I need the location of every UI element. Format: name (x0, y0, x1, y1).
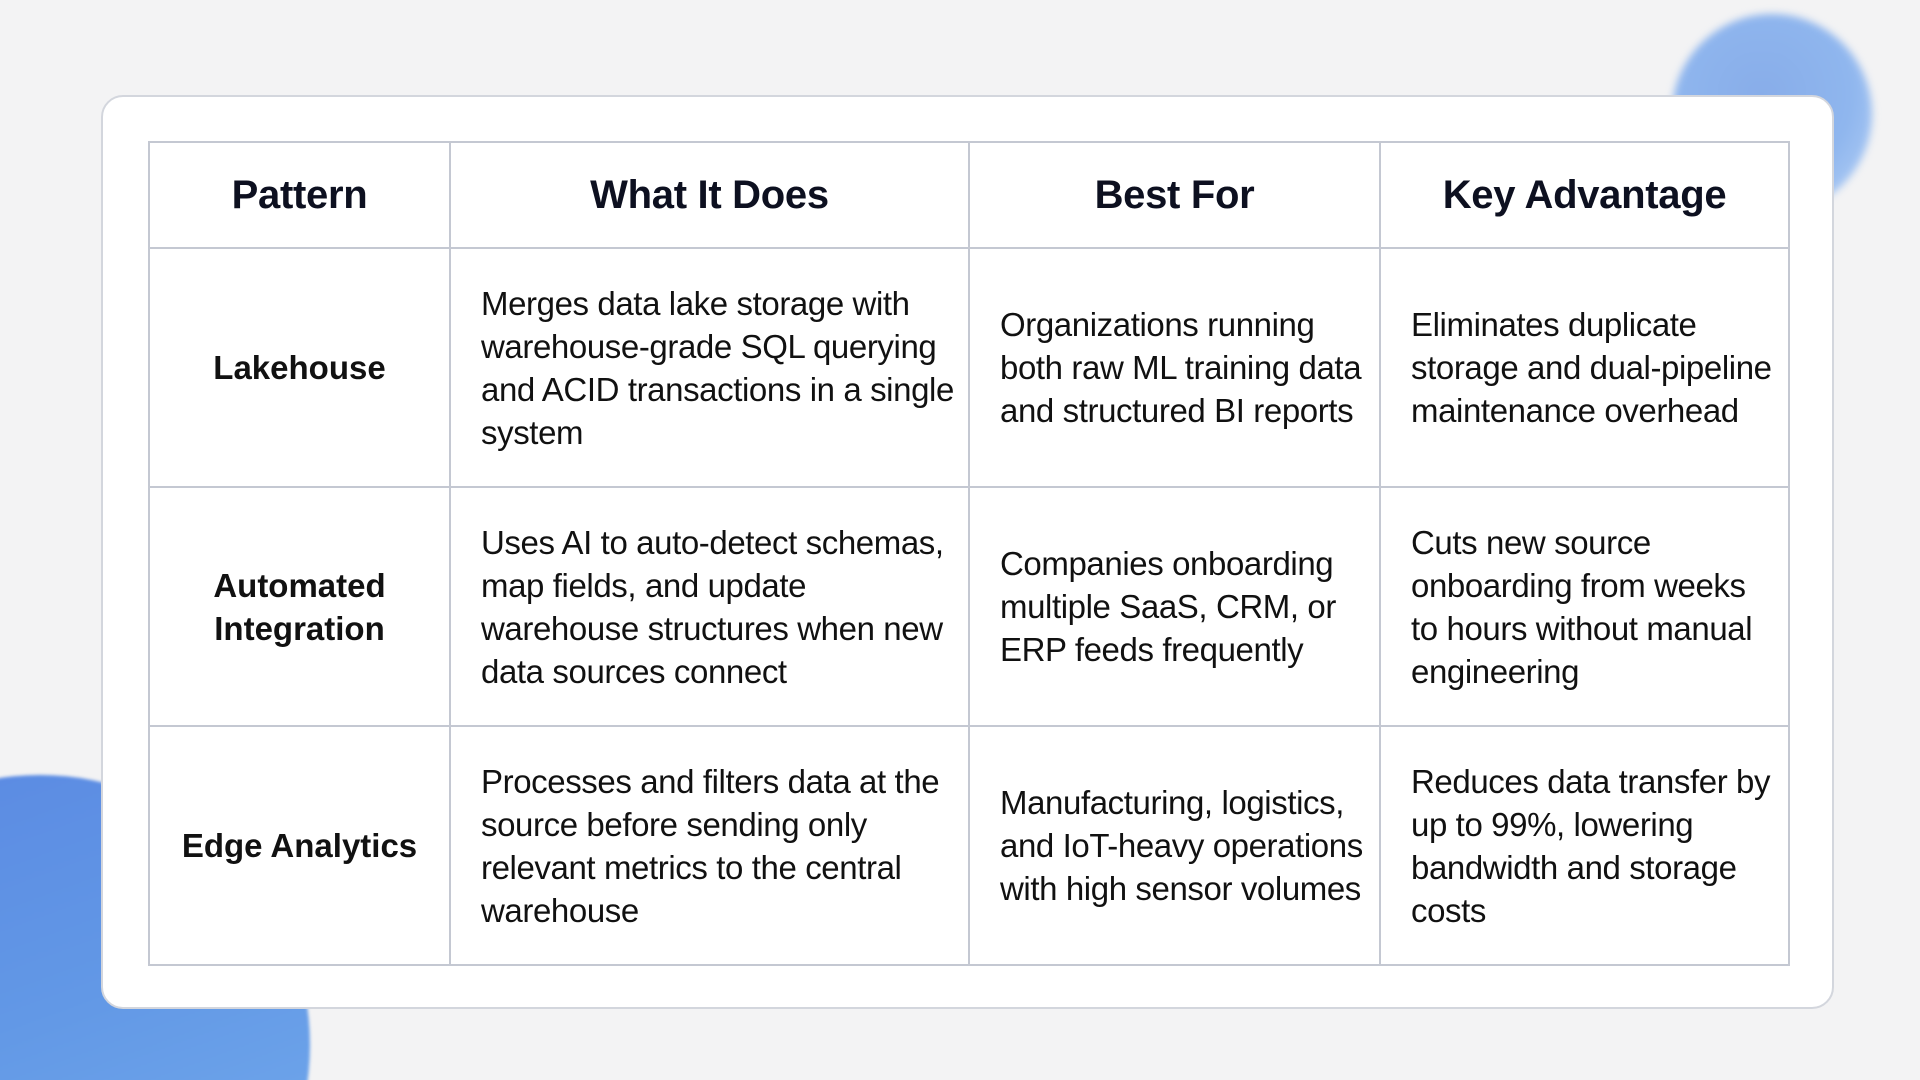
header-pattern: Pattern (148, 141, 451, 249)
header-best-for: Best For (968, 141, 1381, 249)
best-for-cell: Companies onboarding multiple SaaS, CRM,… (968, 486, 1381, 727)
comparison-table: Pattern What It Does Best For Key Advant… (148, 141, 1790, 966)
table-header-row: Pattern What It Does Best For Key Advant… (148, 141, 1790, 249)
pattern-name: Lakehouse (148, 247, 451, 488)
key-advantage-cell: Reduces data transfer by up to 99%, lowe… (1379, 725, 1790, 966)
table-row: Lakehouse Merges data lake storage with … (148, 247, 1790, 488)
pattern-name: Edge Analytics (148, 725, 451, 966)
what-it-does-cell: Uses AI to auto-detect schemas, map fiel… (449, 486, 970, 727)
pattern-name: Automated Integration (148, 486, 451, 727)
key-advantage-cell: Eliminates duplicate storage and dual-pi… (1379, 247, 1790, 488)
table-row: Automated Integration Uses AI to auto-de… (148, 486, 1790, 727)
table-row: Edge Analytics Processes and filters dat… (148, 725, 1790, 966)
what-it-does-cell: Merges data lake storage with warehouse-… (449, 247, 970, 488)
header-key-advantage: Key Advantage (1379, 141, 1790, 249)
what-it-does-cell: Processes and filters data at the source… (449, 725, 970, 966)
key-advantage-cell: Cuts new source onboarding from weeks to… (1379, 486, 1790, 727)
best-for-cell: Organizations running both raw ML traini… (968, 247, 1381, 488)
header-what-it-does: What It Does (449, 141, 970, 249)
best-for-cell: Manufacturing, logistics, and IoT-heavy … (968, 725, 1381, 966)
